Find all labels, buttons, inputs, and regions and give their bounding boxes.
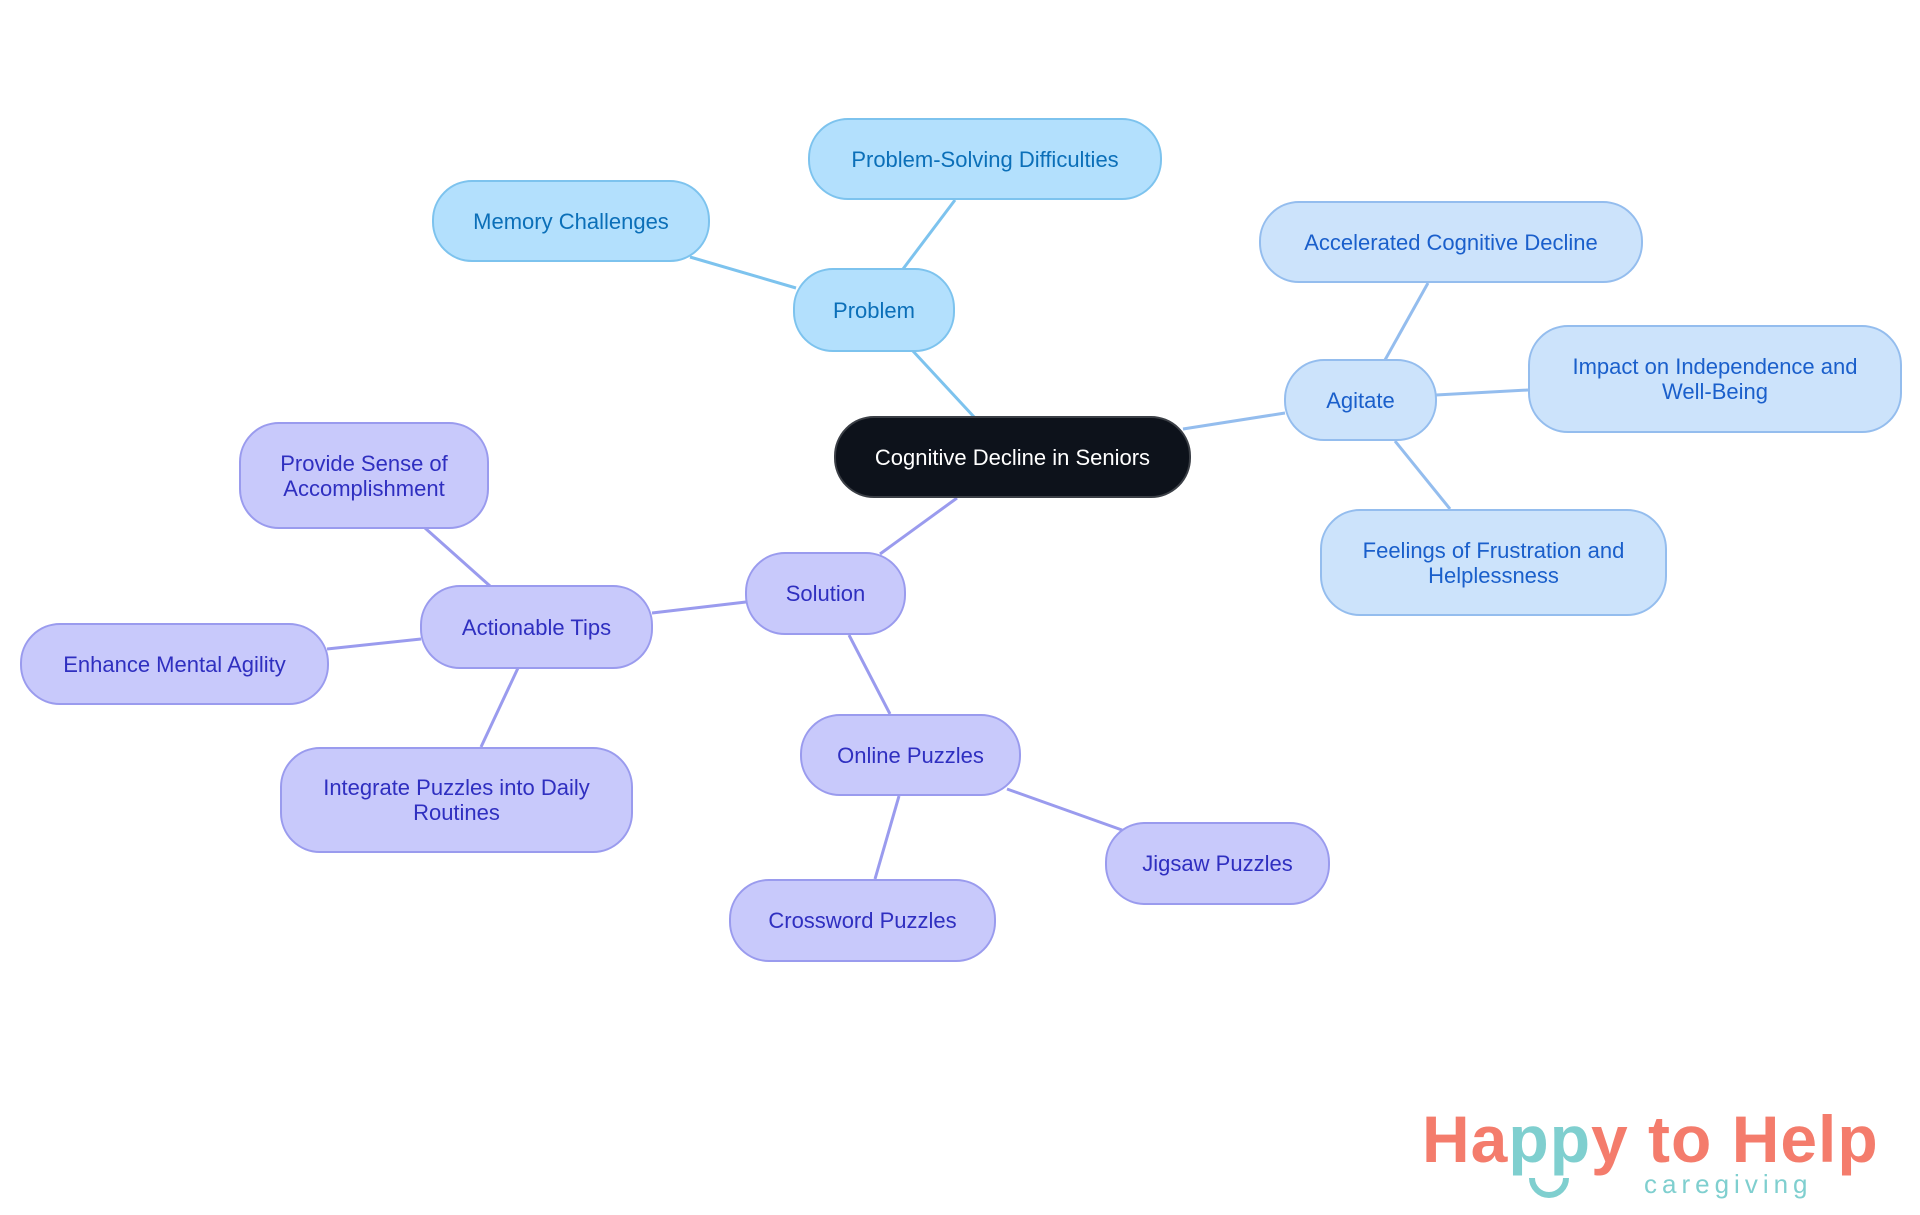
node-actionable-tips[interactable]: Actionable Tips [420,585,653,669]
edge-solution-online [847,634,892,715]
node-agitate[interactable]: Agitate [1284,359,1437,441]
node-accelerated-cognitive-decline[interactable]: Accelerated Cognitive Decline [1259,201,1643,283]
node-impact-independence-line2: Well-Being [1662,379,1768,404]
node-jigsaw-puzzles-label: Jigsaw Puzzles [1142,851,1293,876]
node-jigsaw-puzzles[interactable]: Jigsaw Puzzles [1105,822,1330,905]
logo-title-part1: Ha [1422,1102,1509,1176]
node-integrate-puzzles-line1: Integrate Puzzles into Daily [323,775,590,800]
node-actionable-tips-label: Actionable Tips [461,614,612,640]
node-crossword-puzzles[interactable]: Crossword Puzzles [729,879,996,962]
edge-problem-problemsolving [901,199,957,270]
brand-logo: Happy to Help caregiving [1418,1104,1888,1204]
logo-title-part2: pp [1508,1102,1592,1176]
node-memory-challenges[interactable]: Memory Challenges [432,180,710,262]
logo-subtitle: caregiving [1644,1169,1813,1199]
edge-problem-memory [689,255,797,290]
edge-root-problem [910,348,977,420]
node-root-label: Cognitive Decline in Seniors [874,444,1151,470]
node-feelings-frustration[interactable]: Feelings of Frustration and Helplessness [1320,509,1667,616]
node-impact-independence-line1: Impact on Independence and [1572,354,1858,379]
edge-root-solution [879,496,958,556]
node-crossword-puzzles-label: Crossword Puzzles [768,908,957,933]
node-solution-label: Solution [785,581,866,606]
edge-agitate-impact [1435,388,1529,397]
edge-solution-tips [651,600,747,615]
node-integrate-puzzles[interactable]: Integrate Puzzles into Daily Routines [280,747,633,853]
node-online-puzzles[interactable]: Online Puzzles [800,714,1021,796]
node-provide-sense-line1: Provide Sense of [280,450,448,476]
node-impact-independence[interactable]: Impact on Independence and Well-Being [1528,325,1902,433]
edge-online-jigsaw [1006,787,1123,832]
node-problem-label: Problem [833,297,915,323]
node-problem-solving-difficulties[interactable]: Problem-Solving Difficulties [808,118,1162,200]
node-feelings-frustration-line2: Helplessness [1428,562,1559,588]
node-enhance-mental-agility[interactable]: Enhance Mental Agility [20,623,329,705]
edge-agitate-frustration [1393,440,1452,510]
edge-tips-agility [326,637,422,651]
node-problem-solving-difficulties-label: Problem-Solving Difficulties [851,146,1119,172]
node-provide-sense-line2: Accomplishment [283,475,445,501]
node-agitate-label: Agitate [1326,387,1395,413]
node-online-puzzles-label: Online Puzzles [837,742,984,768]
logo-title-part3: y to Help [1591,1102,1879,1176]
edge-agitate-accelerated [1383,282,1430,361]
smile-icon [1529,1177,1569,1198]
edge-online-crossword [873,795,901,880]
node-solution[interactable]: Solution [745,552,906,635]
node-feelings-frustration-line1: Feelings of Frustration and [1362,537,1625,563]
logo-title: Happy to Help [1422,1104,1879,1174]
edge-tips-accomplishment [424,526,491,588]
edge-tips-integrate [479,667,520,748]
edge-root-agitate [1182,411,1286,431]
node-integrate-puzzles-line2: Routines [413,800,500,825]
node-enhance-mental-agility-label: Enhance Mental Agility [63,651,286,677]
node-provide-sense-of-accomplishment[interactable]: Provide Sense of Accomplishment [239,422,489,529]
node-problem[interactable]: Problem [793,268,955,352]
node-root[interactable]: Cognitive Decline in Seniors [834,416,1191,498]
node-memory-challenges-label: Memory Challenges [473,208,669,234]
node-accelerated-cognitive-decline-label: Accelerated Cognitive Decline [1304,229,1598,255]
